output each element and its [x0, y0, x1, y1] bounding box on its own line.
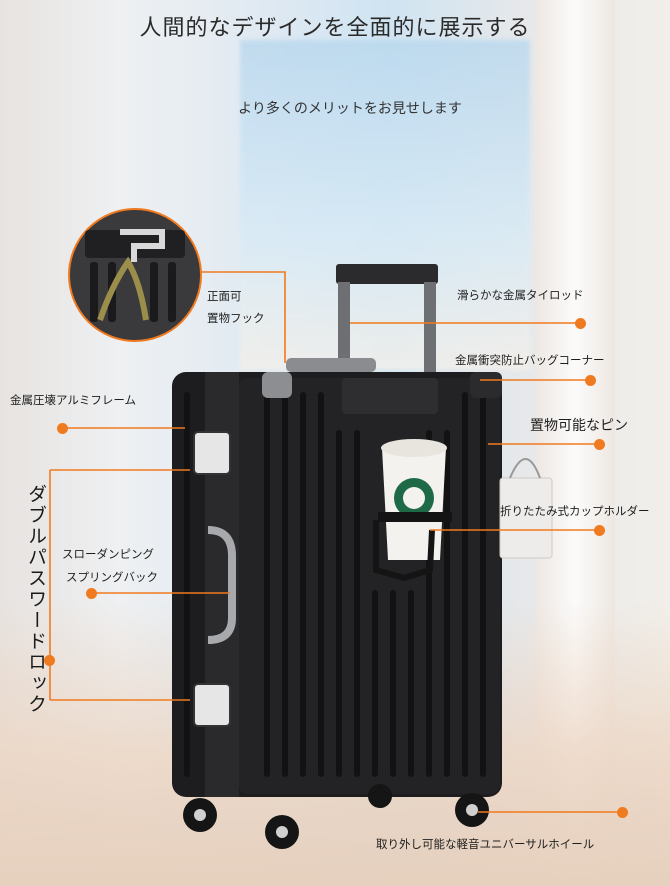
label-corner: 金属衝突防止バッグコーナー [455, 353, 605, 367]
label-cup-holder: 折りたたみ式カップホルダー [500, 504, 650, 518]
background-window [240, 40, 530, 370]
callout-dot-frame [57, 423, 68, 434]
callout-dot-lock [44, 655, 55, 666]
page-subtitle: より多くのメリットをお見せします [238, 101, 462, 117]
callout-dot-wheels [617, 807, 628, 818]
page-title: 人間的なデザインを全面的に展示する [139, 16, 531, 41]
label-frame: 金属圧壊アルミフレーム [10, 393, 137, 407]
label-tie-rod: 滑らかな金属タイロッド [457, 288, 584, 302]
label-handle-line2: スプリングバック [66, 570, 158, 584]
callout-dot-pin [594, 439, 605, 450]
label-hook-line2: 置物フック [207, 311, 265, 325]
callout-dot-corner [585, 375, 596, 386]
label-hook-line1: 正面可 [207, 289, 242, 303]
label-handle-line1: スローダンピング [62, 547, 154, 561]
callout-dot-tie-rod [575, 318, 586, 329]
label-wheels: 取り外し可能な軽音ユニバーサルホイール [376, 837, 595, 851]
callout-dot-cup-holder [594, 525, 605, 536]
label-double-password-lock: ダブルパスワードロック [25, 484, 47, 715]
label-pin: 置物可能なピン [530, 418, 628, 434]
callout-dot-handle [86, 588, 97, 599]
